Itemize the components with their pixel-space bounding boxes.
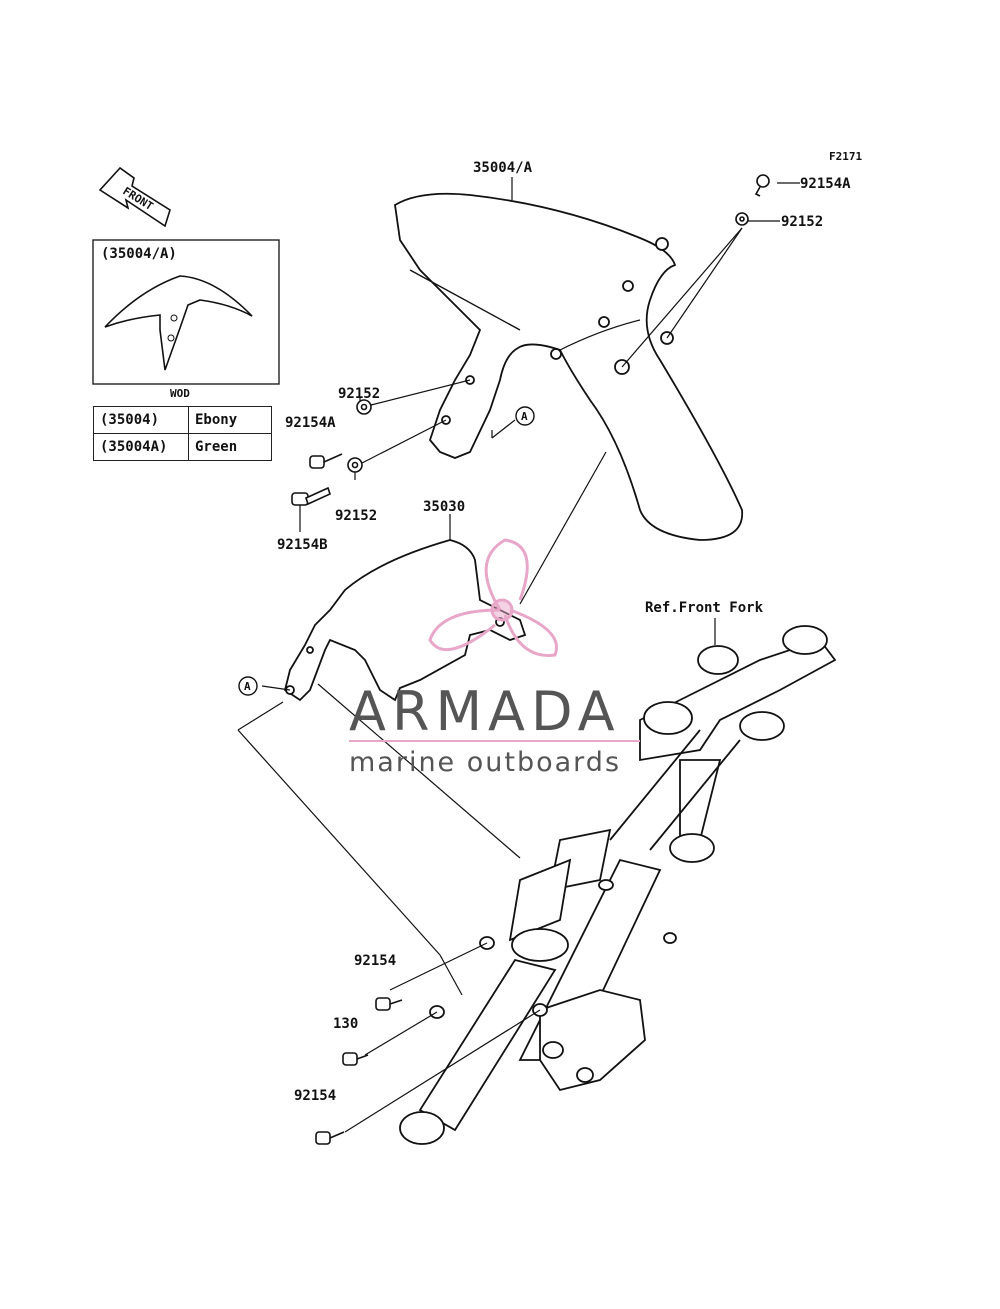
inset-title: (35004/A) <box>101 246 177 262</box>
bolt-icon <box>754 174 770 197</box>
watermark-tagline: marine outboards <box>349 747 621 778</box>
figure-code: F2171 <box>829 150 862 163</box>
callout-bolt-top-right: 92154A <box>800 176 851 192</box>
color-code: (35004) <box>93 406 189 434</box>
propeller-logo-icon <box>428 538 558 657</box>
inset-caption: WOD <box>170 387 190 400</box>
svg-text:A: A <box>521 410 528 423</box>
color-name: Green <box>188 433 272 461</box>
watermark: ARMADA marine outboards <box>349 538 640 778</box>
washer-icon <box>735 212 749 226</box>
callout-bolt-bottom-2: 92154 <box>294 1088 336 1104</box>
inset-fender-icon <box>104 275 253 371</box>
color-table: (35004) Ebony (35004A) Green <box>93 406 272 461</box>
callout-fender: 35004/A <box>473 160 533 176</box>
callout-bolt-bottom-mid: 130 <box>333 1016 358 1032</box>
svg-text:A: A <box>244 680 251 693</box>
bolt-icon <box>315 1131 345 1145</box>
table-row: (35004A) Green <box>93 433 272 461</box>
callout-bolt-left: 92154A <box>285 415 336 431</box>
bolt-icon <box>309 453 343 469</box>
bolt-icon <box>375 997 403 1011</box>
callout-ref-fork: Ref.Front Fork <box>645 600 764 616</box>
watermark-brand: ARMADA <box>349 680 621 743</box>
washer-icon <box>347 457 363 473</box>
inset-box: (35004/A) WOD <box>92 239 280 400</box>
marker-a: A <box>515 406 535 426</box>
front-fender <box>394 192 743 541</box>
callout-bracket: 35030 <box>423 499 465 515</box>
callout-bolt-bottom-1: 92154 <box>354 953 396 969</box>
callout-washer-left-lower: 92152 <box>335 508 377 524</box>
front-fork <box>399 625 837 1145</box>
leader-lines <box>237 177 800 1133</box>
fasteners <box>291 174 770 1145</box>
washer-icon <box>356 399 372 415</box>
marker-a: A <box>238 676 258 696</box>
callout-washer-top-right: 92152 <box>781 214 823 230</box>
callout-bolt-left-long: 92154B <box>277 537 328 553</box>
color-code: (35004A) <box>93 433 189 461</box>
fender-bracket <box>283 539 527 702</box>
callout-washer-left-upper: 92152 <box>338 386 380 402</box>
color-name: Ebony <box>188 406 272 434</box>
table-row: (35004) Ebony <box>93 406 272 434</box>
bolt-icon <box>342 1052 369 1066</box>
bolt-icon <box>291 486 331 506</box>
front-arrow-icon: FRONT <box>98 166 171 228</box>
